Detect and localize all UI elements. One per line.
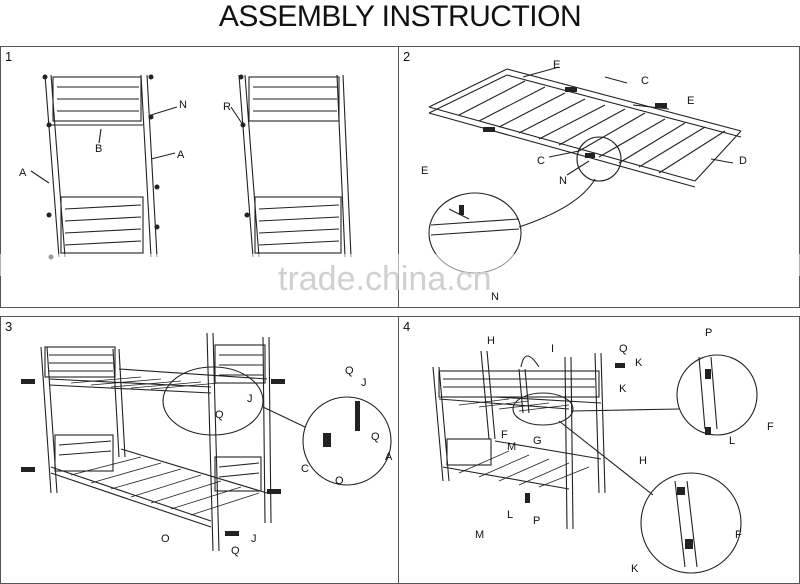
- label-q-4: Q: [231, 545, 240, 557]
- step-1-illustration: [30, 74, 352, 260]
- label-f-detail: F: [767, 421, 774, 433]
- label-a: A: [385, 451, 393, 463]
- label-c-top: C: [641, 75, 649, 87]
- label-e-top: E: [553, 59, 561, 71]
- label-n-detail: N: [491, 291, 499, 303]
- label-c-bottom: C: [537, 155, 545, 167]
- label-q-1: Q: [345, 365, 354, 377]
- label-k-mid: K: [619, 383, 627, 395]
- step-3-illustration: [21, 332, 392, 552]
- step-number: 2: [403, 49, 411, 64]
- label-p-detail: P: [705, 327, 713, 339]
- label-q-3: Q: [371, 431, 380, 443]
- label-d: D: [739, 155, 747, 167]
- step-4-panel: 4 H I Q K K P F L F M G H F K L P M: [398, 316, 800, 584]
- label-a-right: A: [177, 149, 185, 161]
- label-l-bottom: L: [507, 509, 514, 521]
- label-e-right: E: [687, 95, 695, 107]
- label-k-bottom: K: [631, 563, 639, 575]
- label-j-3: J: [251, 533, 257, 545]
- label-c: C: [301, 463, 309, 475]
- label-l-detail: L: [729, 435, 736, 447]
- label-h-detail: H: [639, 455, 647, 467]
- step-number: 4: [403, 319, 411, 334]
- label-q: Q: [619, 343, 628, 355]
- label-g: G: [533, 435, 542, 447]
- label-j-1: J: [361, 377, 367, 389]
- label-n-bottom: N: [559, 175, 567, 187]
- label-r: R: [223, 101, 231, 113]
- step-2-illustration: [428, 66, 742, 274]
- label-i: I: [551, 343, 555, 355]
- watermark-band: [0, 254, 800, 276]
- label-b: B: [95, 143, 103, 155]
- label-q-2: Q: [215, 409, 224, 421]
- page-title: ASSEMBLY INSTRUCTION: [218, 0, 582, 33]
- step-3-panel: 3 Q J J Q Q C A O O J Q: [0, 316, 400, 584]
- step-4-illustration: [432, 350, 758, 574]
- label-f-bottom: F: [735, 529, 742, 541]
- label-k-top: K: [635, 357, 643, 369]
- label-o-2: O: [161, 533, 170, 545]
- label-n: N: [179, 99, 187, 111]
- label-f-mid: F: [501, 429, 508, 441]
- step-number: 3: [5, 319, 13, 334]
- label-a-left: A: [19, 167, 27, 179]
- label-m-bottom: M: [475, 529, 485, 541]
- label-m-mid: M: [507, 441, 517, 453]
- label-j-2: J: [247, 393, 253, 405]
- label-e-detail: E: [421, 165, 429, 177]
- label-p-bottom: P: [533, 515, 541, 527]
- label-h-top: H: [487, 335, 495, 347]
- watermark: trade.china.cn: [278, 260, 492, 298]
- label-o-1: O: [335, 475, 344, 487]
- step-number: 1: [5, 49, 13, 64]
